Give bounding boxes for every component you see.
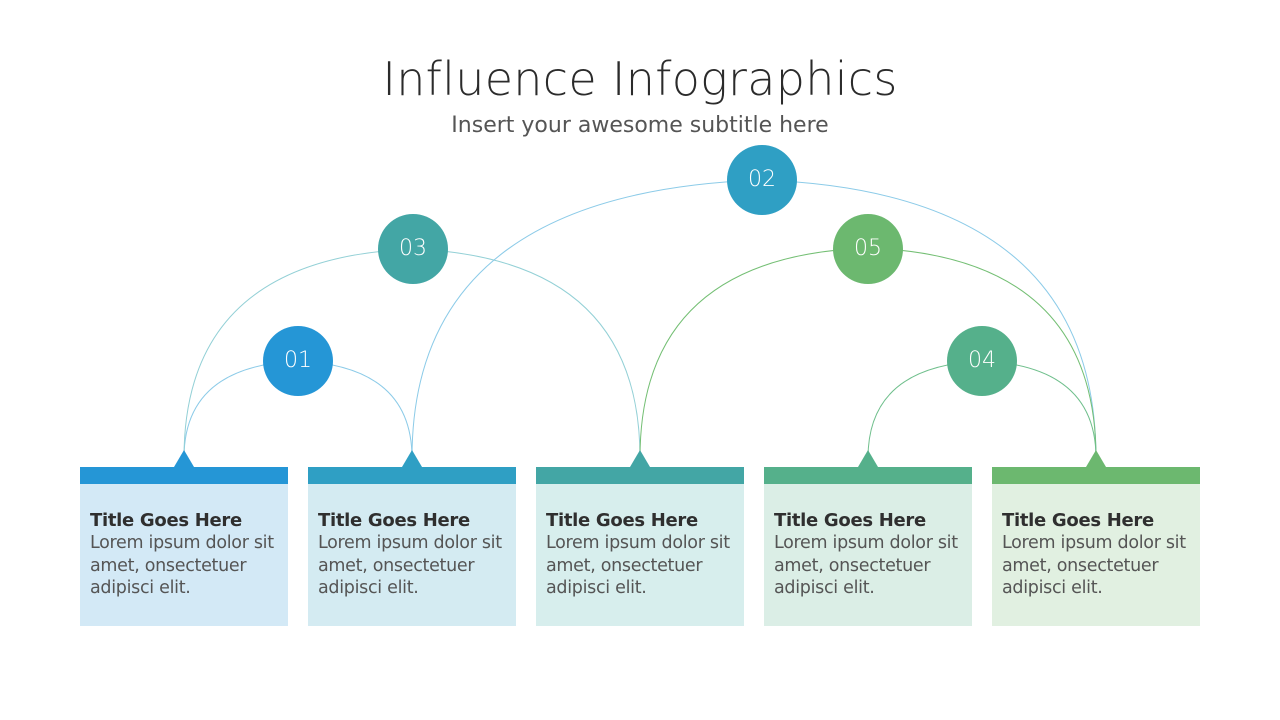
card-accent-bar (308, 467, 516, 484)
node-04: 04 (947, 326, 1017, 396)
page-subtitle: Insert your awesome subtitle here (451, 113, 829, 138)
card-1: Title Goes Here Lorem ipsum dolor sit am… (80, 450, 288, 626)
card-body (764, 484, 972, 626)
card-accent-bar (764, 467, 972, 484)
card-text: Lorem ipsum dolor sit amet, onsectetuer … (318, 533, 502, 598)
card-body (992, 484, 1200, 626)
card-4: Title Goes Here Lorem ipsum dolor sit am… (764, 450, 972, 626)
card-accent-bar (536, 467, 744, 484)
card-2: Title Goes Here Lorem ipsum dolor sit am… (308, 450, 516, 626)
card-text: Lorem ipsum dolor sit amet, onsectetuer … (774, 533, 958, 598)
node-05: 05 (833, 214, 903, 284)
card-pointer (1086, 450, 1106, 467)
card-title: Title Goes Here (546, 510, 698, 531)
card-body (536, 484, 744, 626)
card-accent-bar (992, 467, 1200, 484)
card-accent-bar (80, 467, 288, 484)
node-03: 03 (378, 214, 448, 284)
node-02: 02 (727, 145, 797, 215)
card-pointer (630, 450, 650, 467)
card-5: Title Goes Here Lorem ipsum dolor sit am… (992, 450, 1200, 626)
card-pointer (402, 450, 422, 467)
card-text: Lorem ipsum dolor sit amet, onsectetuer … (90, 533, 274, 598)
card-title: Title Goes Here (318, 510, 470, 531)
card-body (80, 484, 288, 626)
card-title: Title Goes Here (774, 510, 926, 531)
card-body (308, 484, 516, 626)
card-text: Lorem ipsum dolor sit amet, onsectetuer … (1002, 533, 1186, 598)
card-pointer (174, 450, 194, 467)
page-title: Influence Infographics (382, 52, 898, 106)
card-pointer (858, 450, 878, 467)
node-01: 01 (263, 326, 333, 396)
card-title: Title Goes Here (90, 510, 242, 531)
card-text: Lorem ipsum dolor sit amet, onsectetuer … (546, 533, 730, 598)
card-title: Title Goes Here (1002, 510, 1154, 531)
card-3: Title Goes Here Lorem ipsum dolor sit am… (536, 450, 744, 626)
arc-02 (411, 179, 1097, 459)
